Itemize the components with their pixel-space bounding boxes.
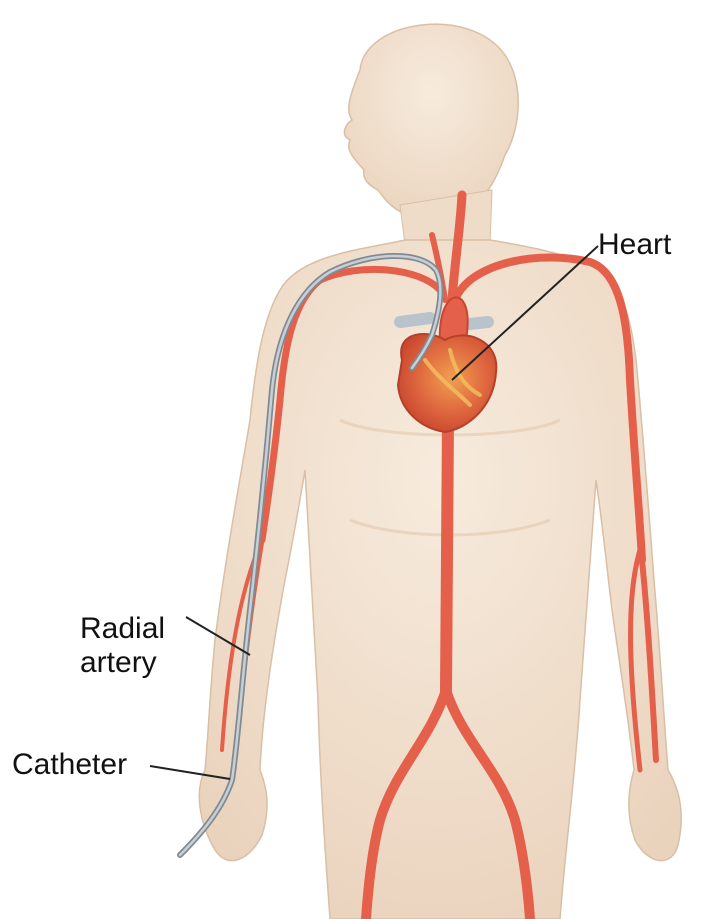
radial-artery-label-line1: Radial — [80, 612, 165, 646]
descending-aorta — [446, 420, 448, 690]
heart-label: Heart — [598, 228, 671, 262]
radial-artery-label-line2: artery — [80, 646, 165, 680]
radial-artery-label: Radial artery — [80, 612, 165, 680]
catheter-label: Catheter — [12, 748, 127, 782]
